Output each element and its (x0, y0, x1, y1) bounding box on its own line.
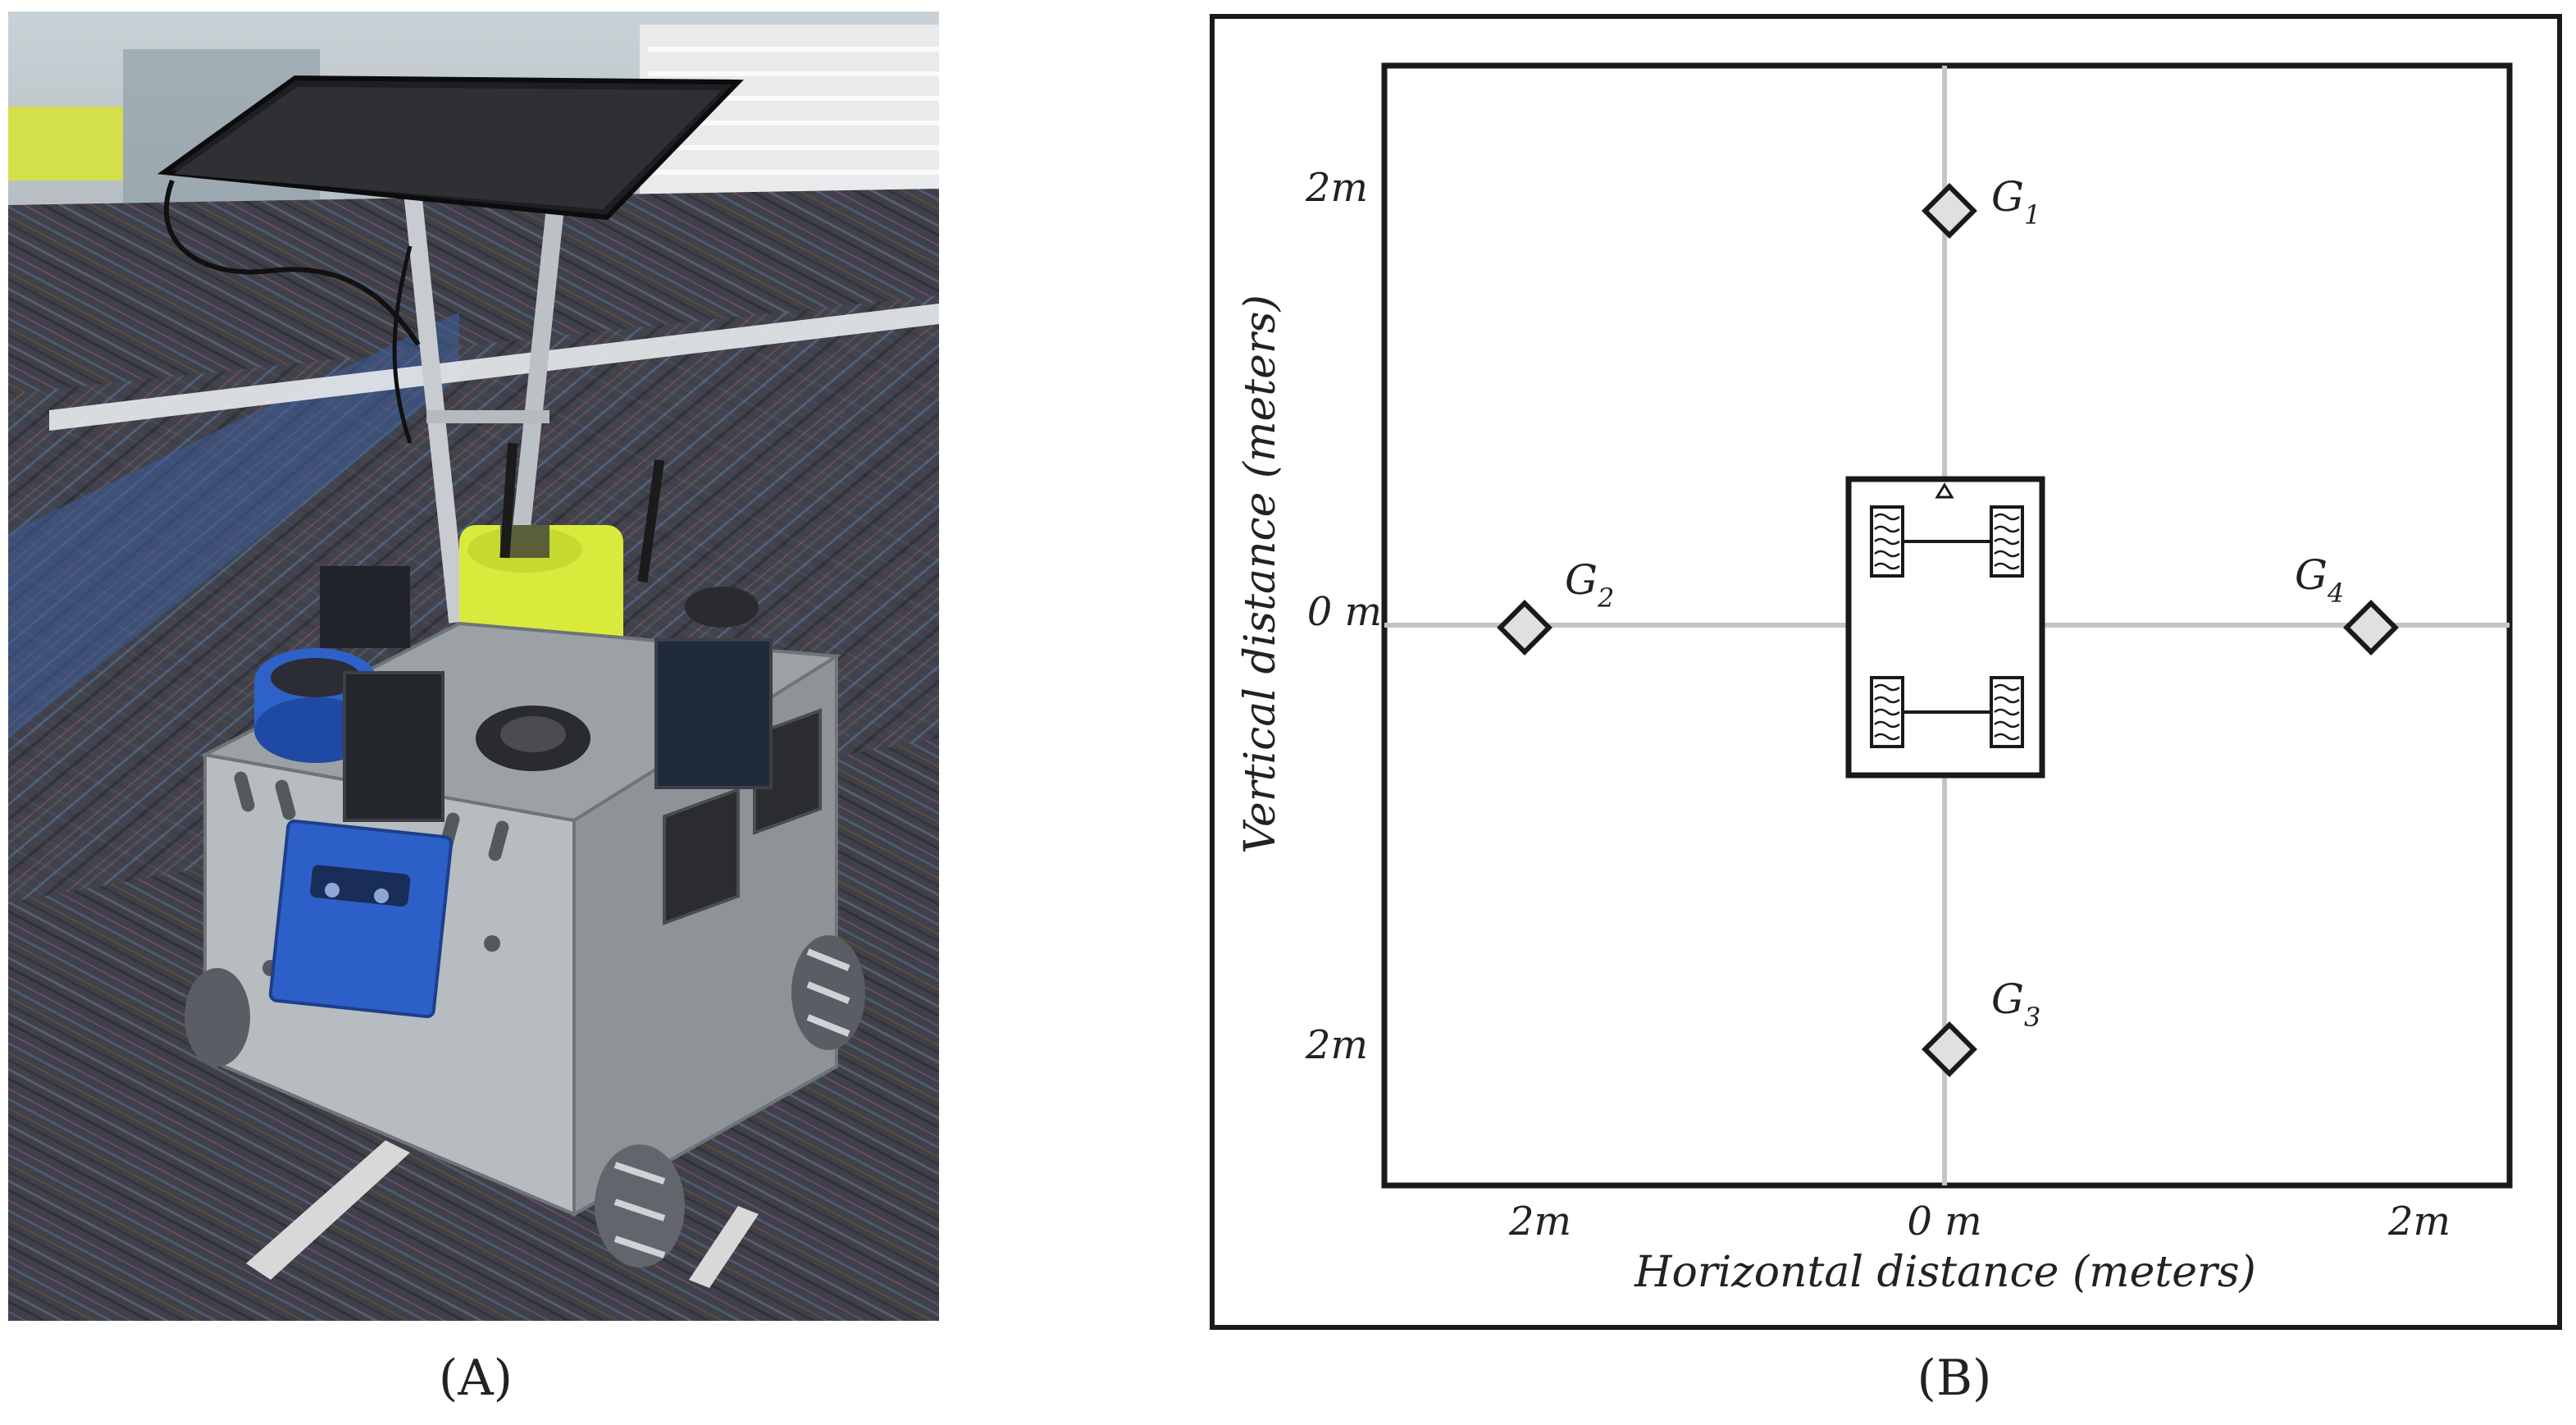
panel-a-robot-photo: (A) (8, 11, 939, 1407)
goal-g3-sub: 3 (2024, 1002, 2040, 1033)
y-tick-middle: 0 m (1307, 589, 1382, 635)
robot-topview-icon (1845, 476, 2045, 779)
outer-frame (1210, 14, 2562, 1330)
goal-g4-sub: 4 (2327, 578, 2344, 609)
goal-diamond-icon (1922, 1021, 1977, 1077)
goal-diamond-icon (1922, 183, 1977, 239)
goal-diamond-icon (2343, 600, 2399, 655)
goal-g3-letter: G (1991, 975, 2024, 1023)
mecanum-wheel-icon (185, 935, 865, 1267)
x-axis-title: Horizontal distance (meters) (1634, 1248, 2256, 1297)
goal-g1: G1 (1922, 173, 2040, 239)
goal-g4-letter: G (2295, 551, 2328, 599)
goal-g2-sub: 2 (1597, 582, 1614, 614)
x-tick-right: 2m (2387, 1199, 2451, 1245)
svg-text:G1: G1 (1991, 173, 2040, 231)
panel-b-layout-diagram: G1 G2 G3 G4 2m 0 m 2m 2m 0 m 2m Horizont… (1210, 14, 2562, 1407)
goal-g1-sub: 1 (2024, 199, 2040, 231)
y-tick-bottom: 2m (1305, 1022, 1368, 1068)
goal-g3: G3 (1922, 975, 2040, 1077)
goal-diamond-icon (1497, 600, 1552, 655)
x-tick-middle: 0 m (1907, 1199, 1981, 1245)
y-axis-title: Vertical distance (meters) (1236, 295, 1285, 854)
panel-a-caption: (A) (439, 1350, 513, 1407)
svg-text:G2: G2 (1565, 556, 1614, 614)
x-tick-left: 2m (1508, 1199, 1571, 1245)
heading-arrow-icon (1935, 482, 1954, 499)
panel-b-caption: (B) (1917, 1350, 1992, 1407)
y-tick-top: 2m (1305, 165, 1368, 211)
goal-g2-letter: G (1565, 556, 1598, 604)
goal-g2: G2 (1497, 556, 1614, 655)
svg-text:G3: G3 (1991, 975, 2040, 1033)
svg-text:G4: G4 (2295, 551, 2344, 609)
goal-g1-letter: G (1991, 173, 2024, 221)
goal-g4: G4 (2295, 551, 2399, 655)
